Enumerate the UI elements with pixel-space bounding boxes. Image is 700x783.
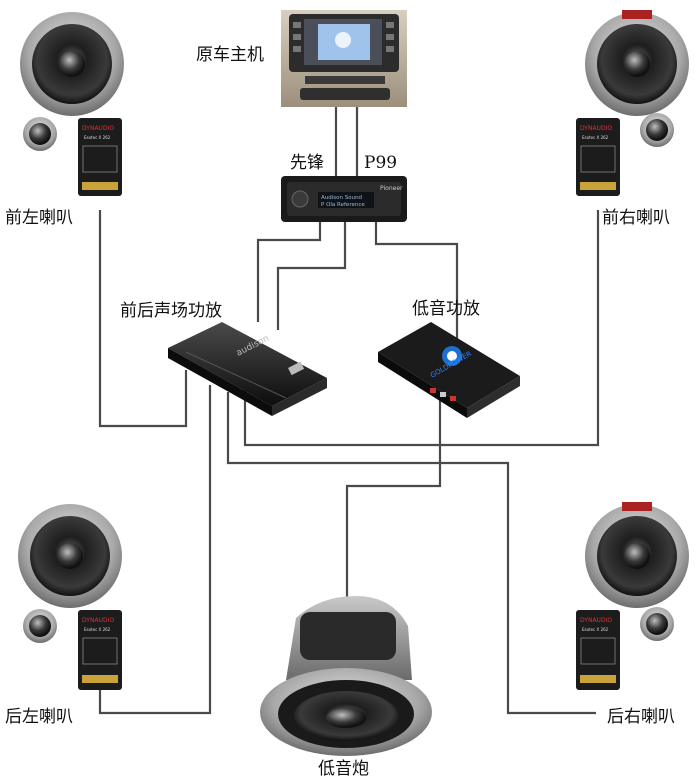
processor-logo: Pioneer [380, 185, 403, 192]
front-left-crossover: DYNAUDIO Esotec X 262 [78, 118, 122, 196]
front-right-crossover-model: Esotec X 262 [582, 135, 609, 140]
rear-left-crossover: DYNAUDIO Esotec X 262 [78, 610, 122, 690]
head-unit-label: 原车主机 [196, 45, 264, 65]
front-right-crossover-brand: DYNAUDIO [580, 125, 612, 132]
subwoofer-label: 低音炮 [318, 759, 369, 779]
rear-right-woofer [585, 502, 689, 608]
rear-right-label: 后右喇叭 [607, 707, 675, 727]
front-left-speaker-set: DYNAUDIO Esotec X 262 [20, 12, 124, 196]
wire-sub-amp-to-subwoofer [345, 398, 442, 600]
front-right-speaker-set: DYNAUDIO Esotec X 262 [576, 10, 689, 196]
rear-left-tweeter [23, 609, 57, 643]
main-amp-label: 前后声场功放 [120, 301, 222, 321]
front-left-label: 前左喇叭 [5, 208, 73, 228]
wiring [98, 106, 600, 715]
wire-main-amp-to-rear-left [98, 385, 212, 715]
wire-main-amp-to-front-right [243, 210, 600, 447]
front-right-woofer [585, 10, 689, 116]
front-right-crossover: DYNAUDIO Esotec X 262 [576, 118, 620, 196]
processor-unit: Pioneer Audison Sound P Ola Reference [281, 176, 407, 222]
processor-model-label: P99 [364, 153, 397, 173]
rear-right-crossover-brand: DYNAUDIO [580, 617, 612, 624]
rear-right-crossover: DYNAUDIO Esotec X 262 [576, 610, 620, 690]
front-right-tweeter [640, 113, 674, 147]
wire-processor-to-main-amp-b [276, 220, 347, 330]
front-right-label: 前右喇叭 [602, 208, 670, 228]
wire-processor-to-sub-amp [374, 220, 459, 340]
rear-right-speaker-set: DYNAUDIO Esotec X 262 [576, 502, 689, 690]
front-left-crossover-model: Esotec X 262 [84, 135, 111, 140]
processor-brand-label: 先锋 [290, 153, 324, 173]
processor-display-line-1: Audison Sound [321, 195, 362, 201]
wire-processor-to-main-amp-a [256, 220, 322, 322]
processor-display-line-2: P Ola Reference [321, 202, 365, 208]
rear-left-label: 后左喇叭 [5, 707, 73, 727]
front-left-tweeter [23, 117, 57, 151]
rear-left-woofer [18, 504, 122, 608]
head-unit [281, 10, 407, 107]
rear-right-crossover-model: Esotec X 262 [582, 627, 609, 632]
subwoofer [260, 596, 432, 756]
sub-amp-label: 低音功放 [412, 299, 480, 319]
rear-right-tweeter [640, 607, 674, 641]
wire-main-amp-to-front-left [98, 210, 188, 428]
subwoofer-amplifier: GOLDPOWER [378, 322, 520, 418]
wire-main-amp-to-rear-right [226, 392, 596, 715]
rear-left-crossover-brand: DYNAUDIO [82, 617, 114, 624]
rear-left-crossover-model: Esotec X 262 [84, 627, 111, 632]
front-left-woofer [20, 12, 124, 116]
main-amplifier: audison [168, 322, 327, 416]
rear-left-speaker-set: DYNAUDIO Esotec X 262 [18, 504, 122, 690]
front-left-crossover-brand: DYNAUDIO [82, 125, 114, 132]
